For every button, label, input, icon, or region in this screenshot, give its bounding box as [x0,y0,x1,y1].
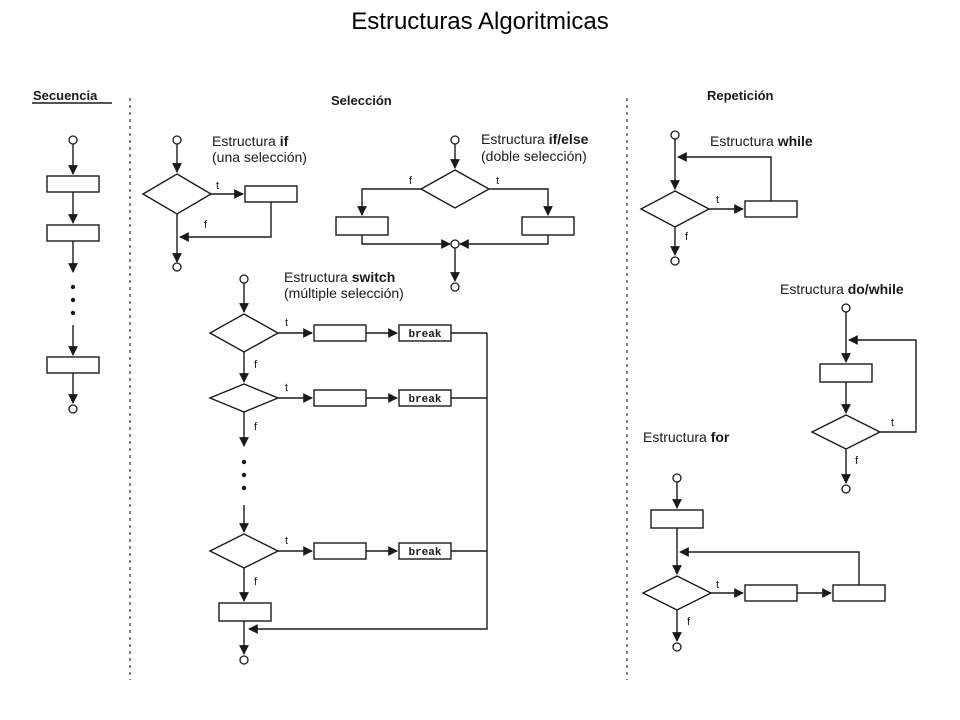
section-repeticion: Repetición [707,88,774,103]
decision-diamond [810,414,882,450]
process-box [313,324,367,342]
if-title: Estructura if [212,133,289,149]
do-while-structure: Estructura do/while t f [780,281,917,494]
while-title: Estructura while [710,133,813,149]
continuation-dot [70,297,76,303]
continuation-dot [70,284,76,290]
decision-diamond [208,313,280,353]
break-label: break [408,394,441,406]
false-label: f [685,231,689,243]
start-node [672,473,682,483]
section-secuencia: Secuencia [33,88,98,103]
continuation-dot [241,472,247,478]
decision-diamond [639,190,711,228]
switch-subtitle: (múltiple selección) [284,285,404,301]
start-node [68,135,78,145]
merge-node [450,239,460,249]
if-else-subtitle: (doble selección) [481,148,587,164]
false-label: f [855,455,859,467]
continuation-dot [70,310,76,316]
true-label: t [716,194,719,206]
decision-diamond [208,533,280,569]
start-node [450,135,460,145]
continuation-dot [241,459,247,465]
if-else-structure: Estructura if/else (doble selección) t f [335,131,589,292]
false-label: f [254,576,258,588]
end-node [450,282,460,292]
section-seleccion: Selección [331,93,392,108]
if-else-title: Estructura if/else [481,131,589,147]
true-label: t [285,317,288,329]
break-label: break [408,547,441,559]
true-label: t [285,382,288,394]
process-box [46,224,100,242]
switch-structure: Estructura switch (múltiple selección) t… [208,269,488,665]
true-label: t [891,417,894,429]
end-node [172,262,182,272]
decision-diamond [141,173,213,215]
process-box [335,216,389,236]
process-box [46,175,100,193]
false-label: f [204,219,208,231]
end-node [670,256,680,266]
end-node [239,655,249,665]
init-process-box [650,509,704,529]
default-process-box [218,602,272,622]
switch-title: Estructura switch [284,269,395,285]
while-structure: Estructura while t f [639,130,813,266]
decision-diamond [419,169,491,209]
process-box [744,200,798,218]
continuation-dot [241,485,247,491]
break-label: break [408,329,441,341]
true-label: t [216,180,219,192]
decision-diamond [208,383,280,413]
start-node [239,274,249,284]
true-label: t [496,175,499,187]
start-node [841,303,851,313]
false-label: f [254,421,258,433]
if-subtitle: (una selección) [212,149,307,165]
do-while-title: Estructura do/while [780,281,904,297]
end-node [68,404,78,414]
start-node [172,135,182,145]
process-box [46,356,100,374]
for-structure: Estructura for t f [641,429,886,652]
true-label: t [716,579,719,591]
end-node [841,484,851,494]
end-node [672,642,682,652]
process-box [244,185,298,203]
secuencia-flowchart [46,135,100,414]
process-box [744,584,798,602]
process-box [521,216,575,236]
decision-diamond [641,575,713,611]
process-box [313,389,367,407]
true-label: t [285,535,288,547]
false-label: f [687,616,691,628]
process-box [819,363,873,383]
increment-process-box [832,584,886,602]
false-label: f [409,175,413,187]
for-title: Estructura for [643,429,730,445]
false-label: f [254,359,258,371]
start-node [670,130,680,140]
if-structure: Estructura if (una selección) t f [141,133,307,272]
process-box [313,542,367,560]
page-title: Estructuras Algoritmicas [351,8,609,35]
